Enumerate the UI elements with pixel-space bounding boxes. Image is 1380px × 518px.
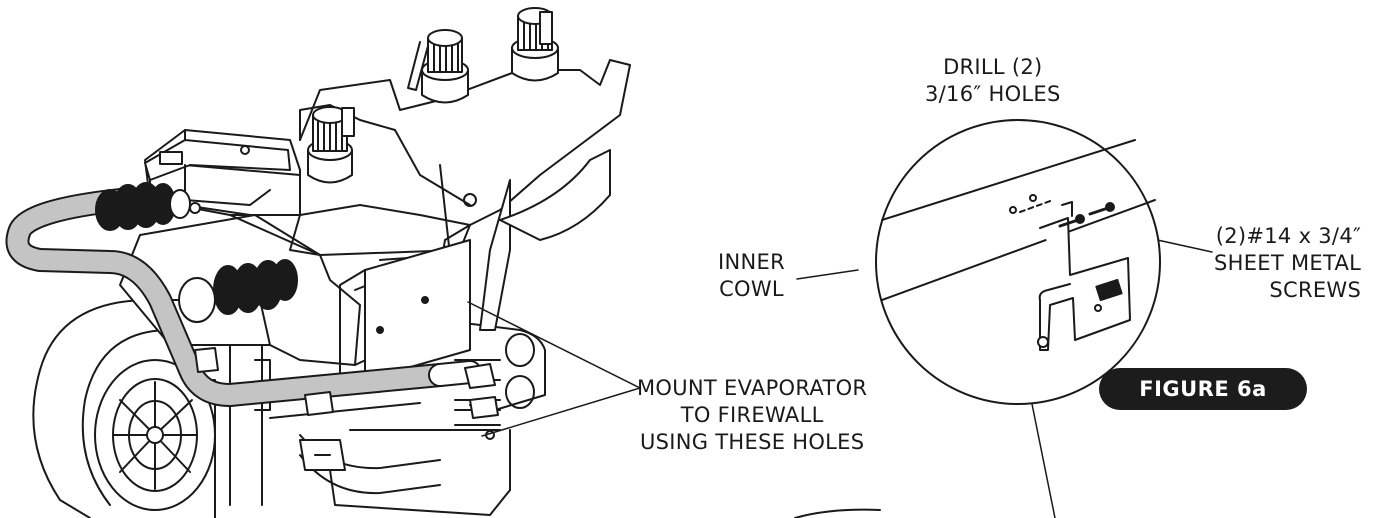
grommet-left: [95, 182, 191, 231]
control-valve-left: [307, 106, 355, 184]
leader-detail-drop: [1031, 403, 1056, 518]
fitting-nuts: [194, 347, 499, 419]
screws-label-line1: (2)#14 x 3/4″: [1215, 224, 1362, 248]
screws-label-line3: SCREWS: [1269, 278, 1362, 302]
blower-fan-icon: [113, 381, 197, 490]
drill-holes-label: DRILL (2) 3/16″ HOLES: [925, 54, 1061, 108]
case-mounting-bracket: [339, 239, 471, 386]
drill-holes-label-line2: 3/16″ HOLES: [925, 82, 1061, 106]
screws-label-line2: SHEET METAL: [1214, 251, 1362, 275]
control-valve-right: [511, 7, 559, 82]
control-box: [144, 139, 291, 214]
leader-mount-lower: [481, 387, 641, 437]
inner-cowl-label-line1: INNER: [718, 250, 785, 274]
screws-label: (2)#14 x 3/4″ SHEET METAL SCREWS: [1214, 223, 1361, 304]
drill-holes-label-line1: DRILL (2): [943, 55, 1043, 79]
hose-loop: [5, 188, 482, 407]
mount-evaporator-label-line3: USING THESE HOLES: [639, 430, 865, 454]
partial-edge: [794, 508, 881, 518]
mount-evaporator-label-line2: TO FIREWALL: [680, 403, 824, 427]
grommet-right: [178, 259, 298, 323]
sheet-metal-screw-icon: [1058, 202, 1115, 228]
detail-circle: [875, 119, 1161, 405]
leader-inner-cowl: [796, 269, 859, 280]
inner-cowl-label-line2: COWL: [719, 277, 784, 301]
leader-mount-upper: [467, 301, 641, 389]
figure-badge: FIGURE 6a: [1099, 368, 1307, 410]
inner-cowl-label: INNER COWL: [718, 249, 785, 303]
control-valve-middle: [407, 29, 469, 104]
mount-evaporator-label-line1: MOUNT EVAPORATOR: [637, 376, 868, 400]
mount-evaporator-label: MOUNT EVAPORATOR TO FIREWALL USING THESE…: [637, 375, 867, 456]
firewall-bracket: [1037, 201, 1131, 351]
